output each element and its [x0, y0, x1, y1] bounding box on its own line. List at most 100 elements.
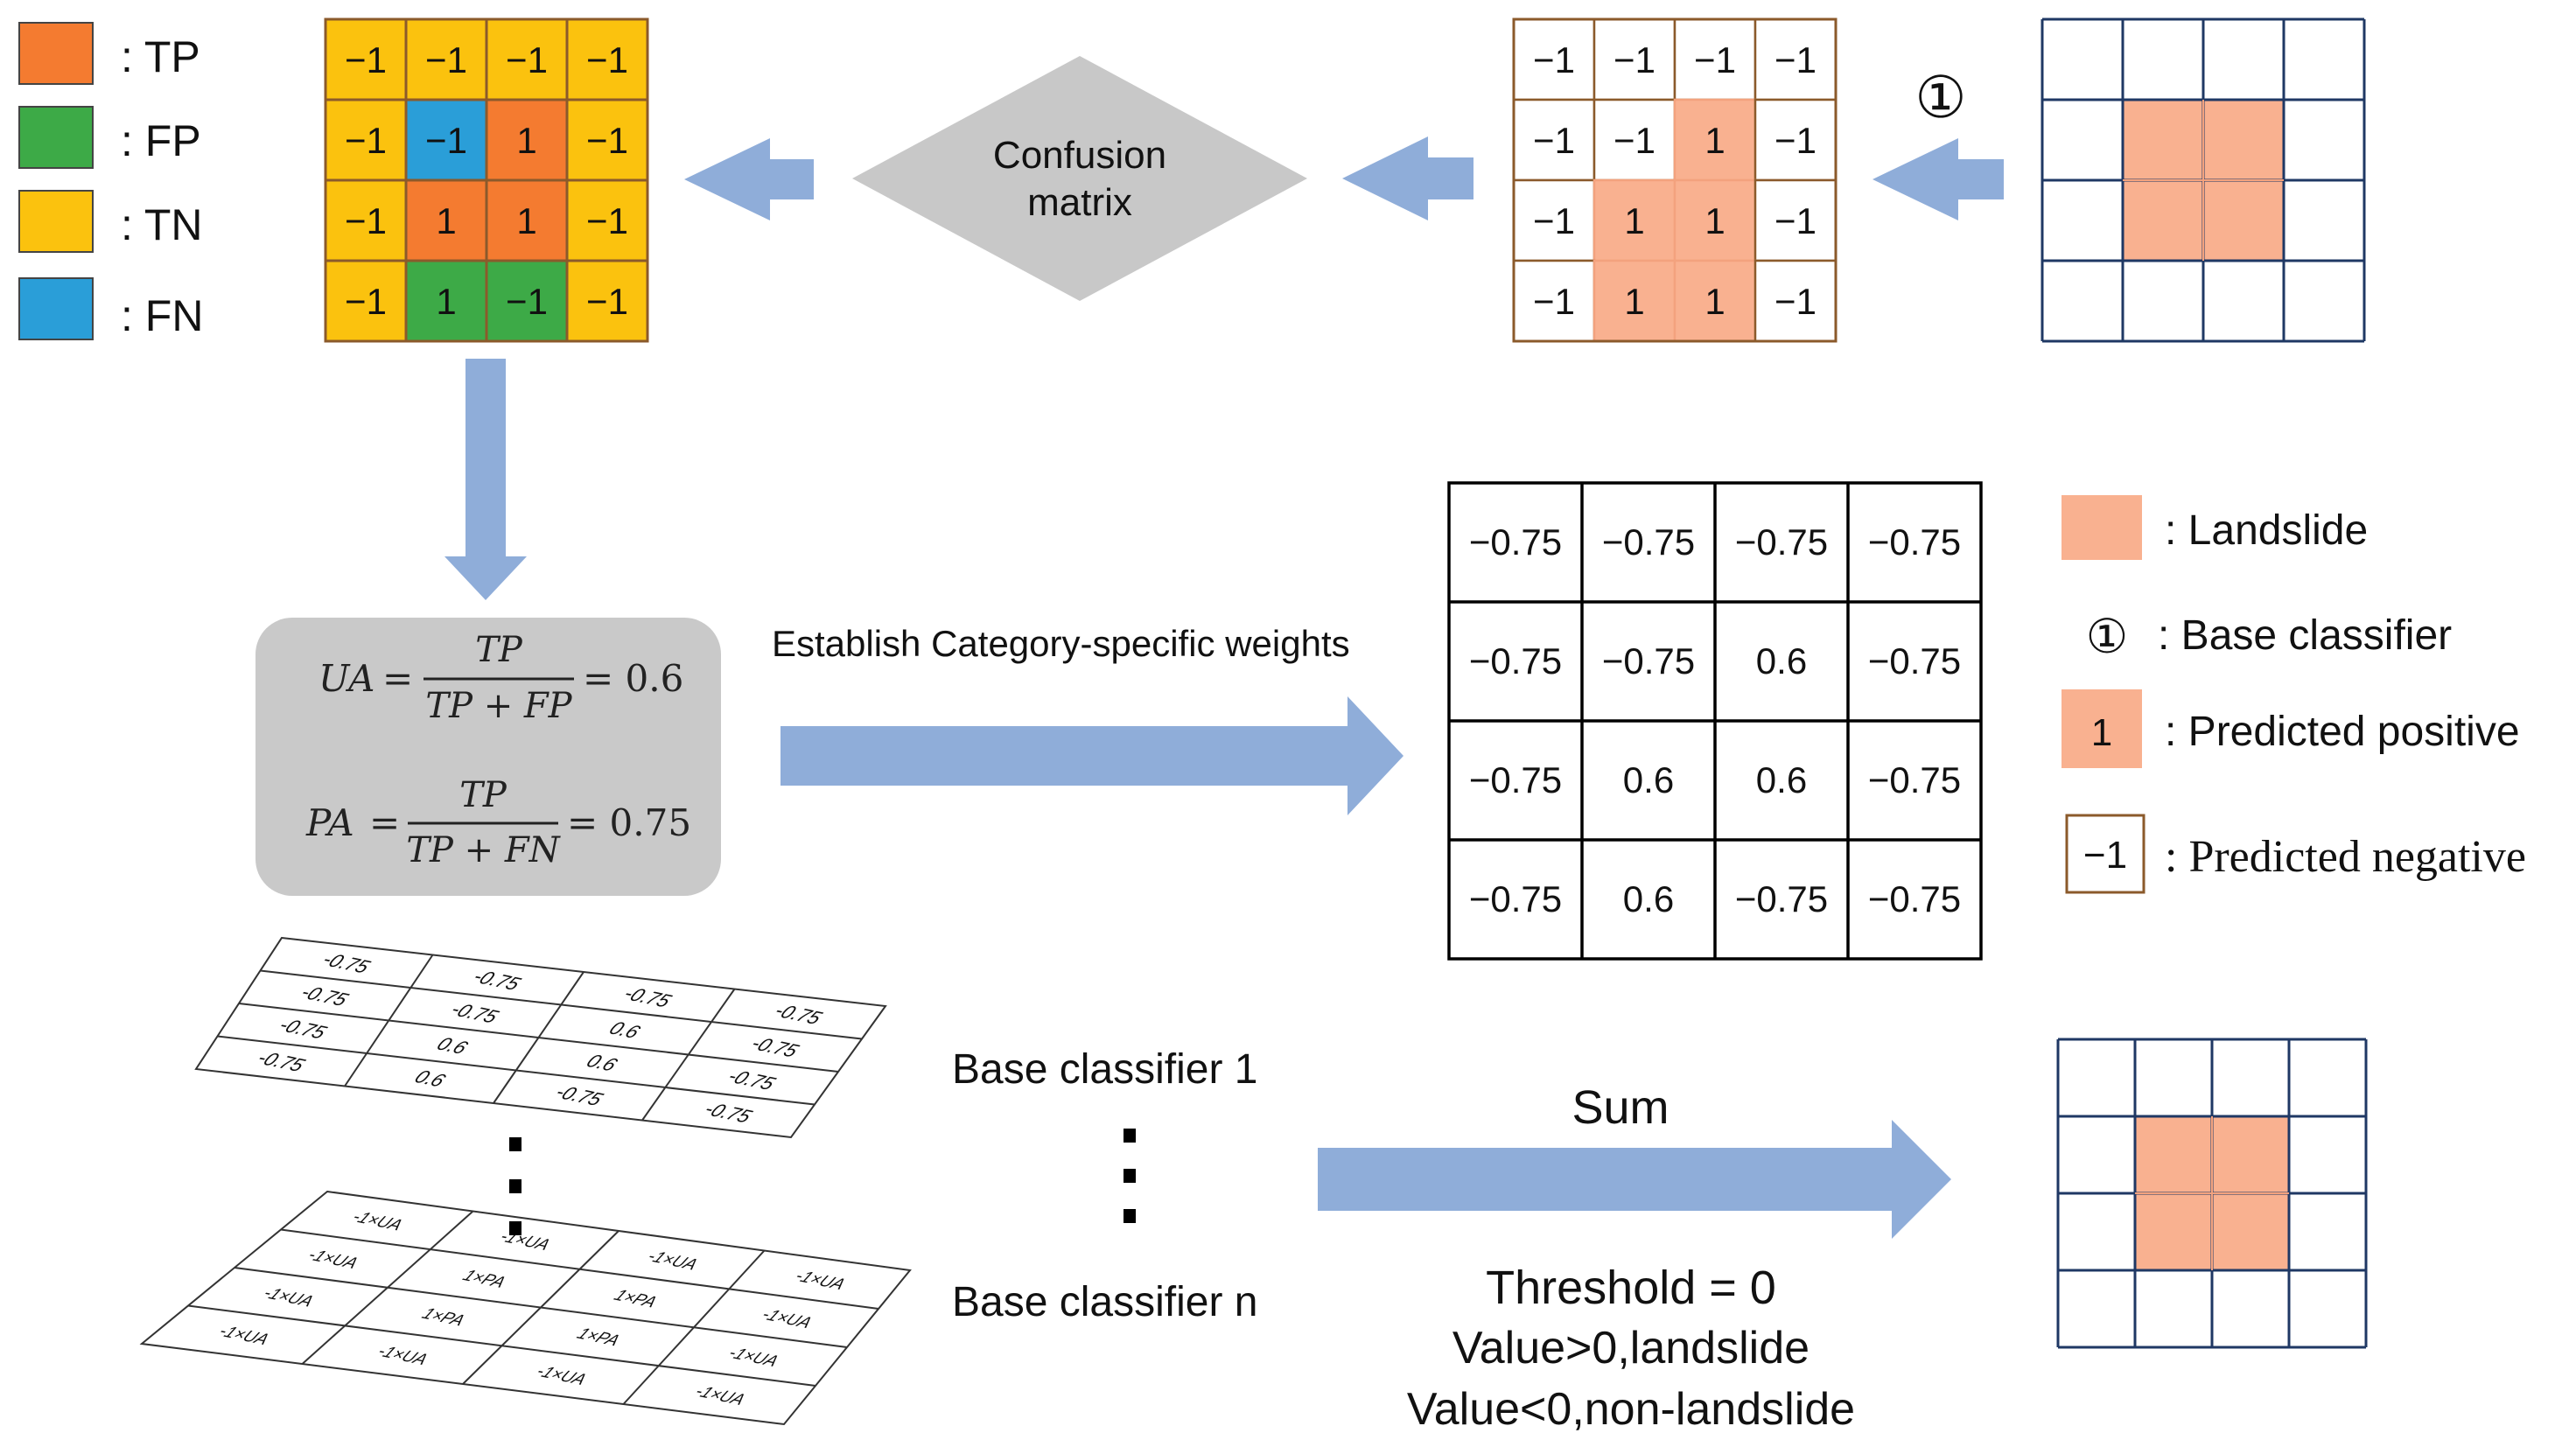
legend-confusion-classes: : TP : FP : TN : FN [18, 22, 203, 340]
weight-cell-value: −0.75 [1602, 640, 1695, 682]
grid-line [641, 988, 736, 1122]
prediction-cell [1673, 17, 1757, 101]
ensemble-result-grid [2056, 1038, 2368, 1349]
prediction-cell [1512, 259, 1596, 343]
pa-numerator: TP [459, 775, 508, 815]
weight-cell-value: −0.75 [1469, 521, 1562, 563]
weight-cell-value: 0.6 [1623, 759, 1674, 800]
landslide-cell [2123, 100, 2203, 180]
legend-negative-swatch [2065, 814, 2146, 894]
landslide-cell [2203, 180, 2284, 261]
legend-positive-label: : Predicted positive [2165, 709, 2520, 755]
weight-cell-value: −0.75 [1868, 521, 1961, 563]
confusion-cell-value: 1 [436, 200, 456, 241]
weight-cell-value: −0.75 [1469, 759, 1562, 800]
legend-right: : Landslide ① : Base classifier 1 : Pred… [2062, 495, 2526, 894]
pa-value: = 0.75 [567, 801, 691, 844]
confusion-matrix-diamond [852, 56, 1307, 301]
legend-tp-swatch [18, 22, 94, 85]
legend-landslide-label: : Landslide [2165, 507, 2368, 554]
arrow-down-to-formulas [444, 359, 527, 600]
prediction-cell [1673, 178, 1757, 262]
prediction-cell-value: −1 [1614, 120, 1656, 161]
confusion-cell-value: 1 [516, 120, 536, 161]
skewed-grid-border [139, 1190, 912, 1426]
prediction-cell [1673, 98, 1757, 182]
confusion-cell [565, 17, 649, 101]
legend-tn-label: : TN [121, 200, 203, 249]
prediction-cell-value: −1 [1774, 281, 1816, 322]
prediction-cell [1512, 98, 1596, 182]
ua-value: = 0.6 [583, 657, 683, 700]
confusion-cell-value: −1 [345, 281, 387, 322]
confusion-cell [404, 259, 488, 343]
confusion-cell-value: −1 [425, 39, 467, 80]
confusion-cell [324, 17, 408, 101]
grid-line [622, 1249, 766, 1405]
prediction-cell-value: 1 [1624, 200, 1644, 241]
ua-lhs: UA [318, 657, 374, 700]
confusion-cell-value: −1 [425, 120, 467, 161]
confusion-cell [404, 98, 488, 182]
weight-cell-value: −0.75 [1602, 521, 1695, 563]
weights-label: Establish Category-specific weights [772, 623, 1350, 664]
classifier-ellipsis [1124, 1129, 1136, 1223]
weight-cell-value: 0.6 [1756, 759, 1807, 800]
ground-truth-grid-top [2040, 17, 2366, 343]
sum-arrow [1318, 1120, 1951, 1239]
ellipsis-dot [1124, 1209, 1136, 1223]
prediction-cell-value: −1 [1533, 120, 1575, 161]
arrow-to-prediction-grid [1872, 138, 2004, 220]
confusion-cell-value: −1 [345, 120, 387, 161]
legend-tn-swatch [18, 190, 94, 253]
weight-cell-value: −0.75 [1868, 759, 1961, 800]
legend-fn-swatch [18, 277, 94, 340]
weight-cell-value: −0.75 [1868, 878, 1961, 919]
confusion-cell-value: −1 [345, 200, 387, 241]
prediction-grid-border [1512, 17, 1838, 343]
pa-denominator: TP + FN [406, 830, 561, 870]
grid-line [234, 1267, 848, 1348]
weight-cell-value: −0.75 [1735, 521, 1828, 563]
weight-cell-value: −0.75 [1469, 640, 1562, 682]
landslide-cell [2203, 100, 2284, 180]
arrow-to-weights-grid [780, 696, 1404, 815]
confusion-matrix-label-line2: matrix [1027, 181, 1132, 224]
prediction-cell-value: 1 [1704, 200, 1725, 241]
confusion-matrix-label-line1: Confusion [993, 134, 1166, 177]
arrow-to-confusion-grid [684, 138, 814, 220]
landslide-cell [2212, 1116, 2289, 1193]
skewed-weights-grid-classifier-1: -0.75-0.75-0.75-0.75-0.75-0.750.6-0.75-0… [194, 936, 887, 1139]
confusion-cell [404, 178, 488, 262]
ellipsis-dot [509, 1137, 522, 1151]
prediction-cell-value: −1 [1533, 39, 1575, 80]
confusion-cell [565, 259, 649, 343]
base-classifier-1-label: Base classifier 1 [952, 1046, 1257, 1093]
confusion-cell-value: −1 [506, 39, 548, 80]
confusion-cell [565, 98, 649, 182]
prediction-cell-value: −1 [1694, 39, 1736, 80]
legend-fp-swatch [18, 106, 94, 169]
prediction-cell [1592, 98, 1676, 182]
confusion-cell-value: −1 [345, 39, 387, 80]
confusion-cell [324, 259, 408, 343]
confusion-cell-value: −1 [586, 281, 628, 322]
accuracy-formula-box: UA = TP TP + FP = 0.6 PA = TP TP + FN = … [256, 618, 721, 896]
ua-numerator: TP [475, 630, 523, 670]
prediction-cell-value: −1 [1774, 200, 1816, 241]
pa-lhs: PA [305, 801, 354, 844]
weight-cell-value: 0.6 [1623, 878, 1674, 919]
legend-positive-swatch [2062, 689, 2142, 768]
prediction-cell [1673, 259, 1757, 343]
weight-cell-value: −0.75 [1868, 640, 1961, 682]
legend-landslide-swatch [2062, 495, 2142, 560]
prediction-cell-value: −1 [1533, 281, 1575, 322]
confusion-cell-value: −1 [586, 39, 628, 80]
confusion-cell-value: 1 [436, 281, 456, 322]
category-weights-grid: −0.75 −0.75 −0.75 −0.75 −0.75 −0.75 0.6 −0.75 −0… [1447, 481, 1983, 961]
skewed-grid-ellipsis [509, 1137, 522, 1235]
prediction-cell-value: −1 [1614, 39, 1656, 80]
prediction-cell [1754, 178, 1838, 262]
